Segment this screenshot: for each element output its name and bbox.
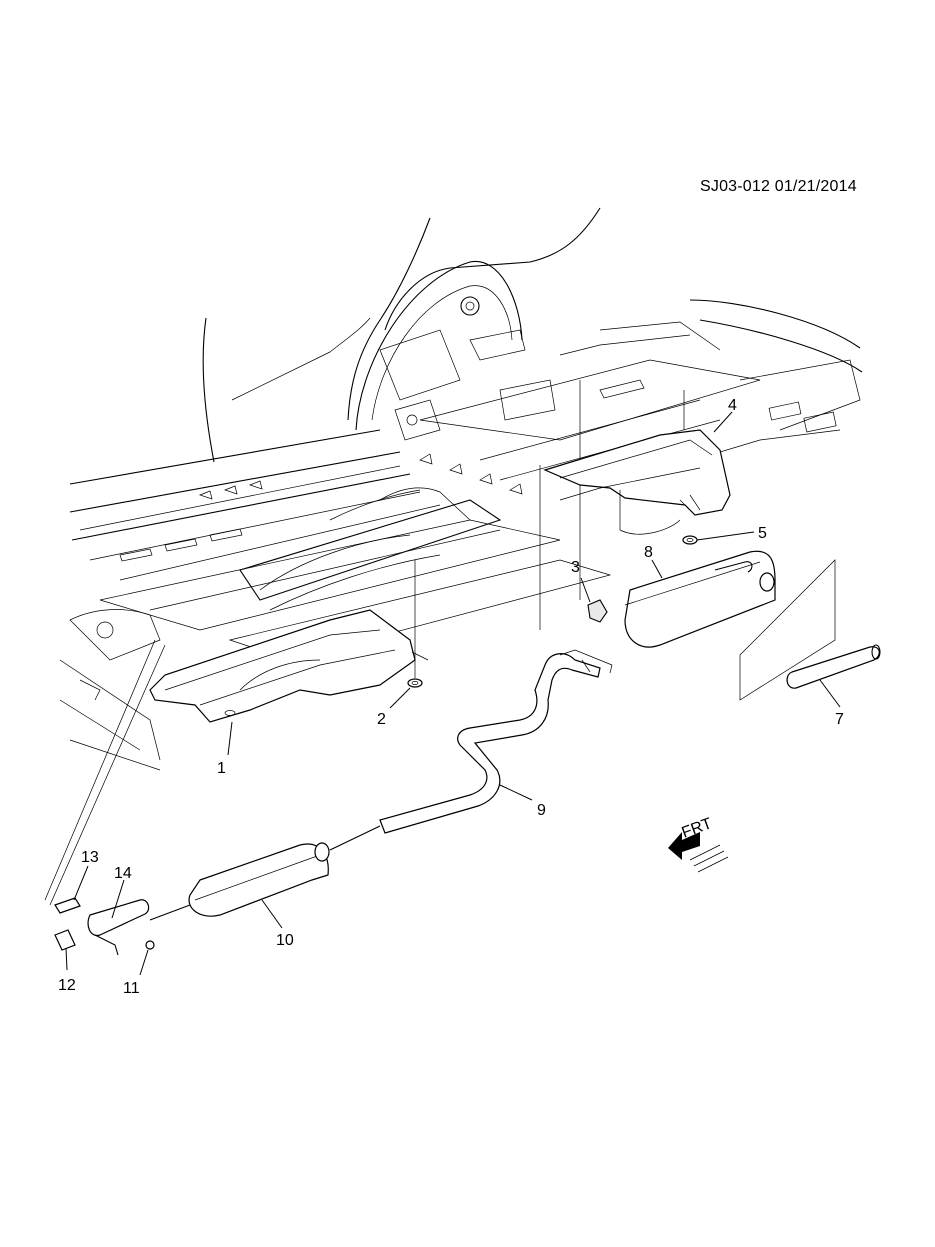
callout-2: 2 <box>377 711 386 728</box>
part-2-nut <box>407 560 423 688</box>
parts-11-14-flange-hardware <box>44 639 166 956</box>
callout-7: 7 <box>835 711 844 728</box>
callout-11: 11 <box>123 980 140 997</box>
part-10-front-muffler <box>149 825 381 921</box>
part-9-intermediate-pipe <box>379 649 613 834</box>
callout-10: 10 <box>276 932 294 949</box>
vehicle-body-outline <box>59 207 863 771</box>
part-8-rear-muffler <box>624 550 776 648</box>
part-3-hanger <box>539 380 608 630</box>
callout-3: 3 <box>571 559 580 576</box>
part-5-nut <box>682 535 698 545</box>
callout-12: 12 <box>58 977 76 994</box>
callout-1: 1 <box>217 760 226 777</box>
part-7-tail-pipe-tip <box>739 559 881 701</box>
part-4-rear-heat-shield <box>543 390 731 535</box>
callout-4: 4 <box>728 397 737 414</box>
callout-13: 13 <box>81 849 99 866</box>
diagram-reference-code: SJ03-012 01/21/2014 <box>700 178 857 195</box>
front-direction-arrow: FRT <box>668 815 729 873</box>
callout-leaders <box>65 411 841 976</box>
callout-5: 5 <box>758 525 767 542</box>
part-1-heat-shield <box>149 609 429 723</box>
callout-9: 9 <box>537 802 546 819</box>
callout-labels: 1 2 3 4 5 7 8 9 10 11 12 13 14 <box>58 397 844 997</box>
callout-8: 8 <box>644 544 653 561</box>
callout-14: 14 <box>114 865 132 882</box>
